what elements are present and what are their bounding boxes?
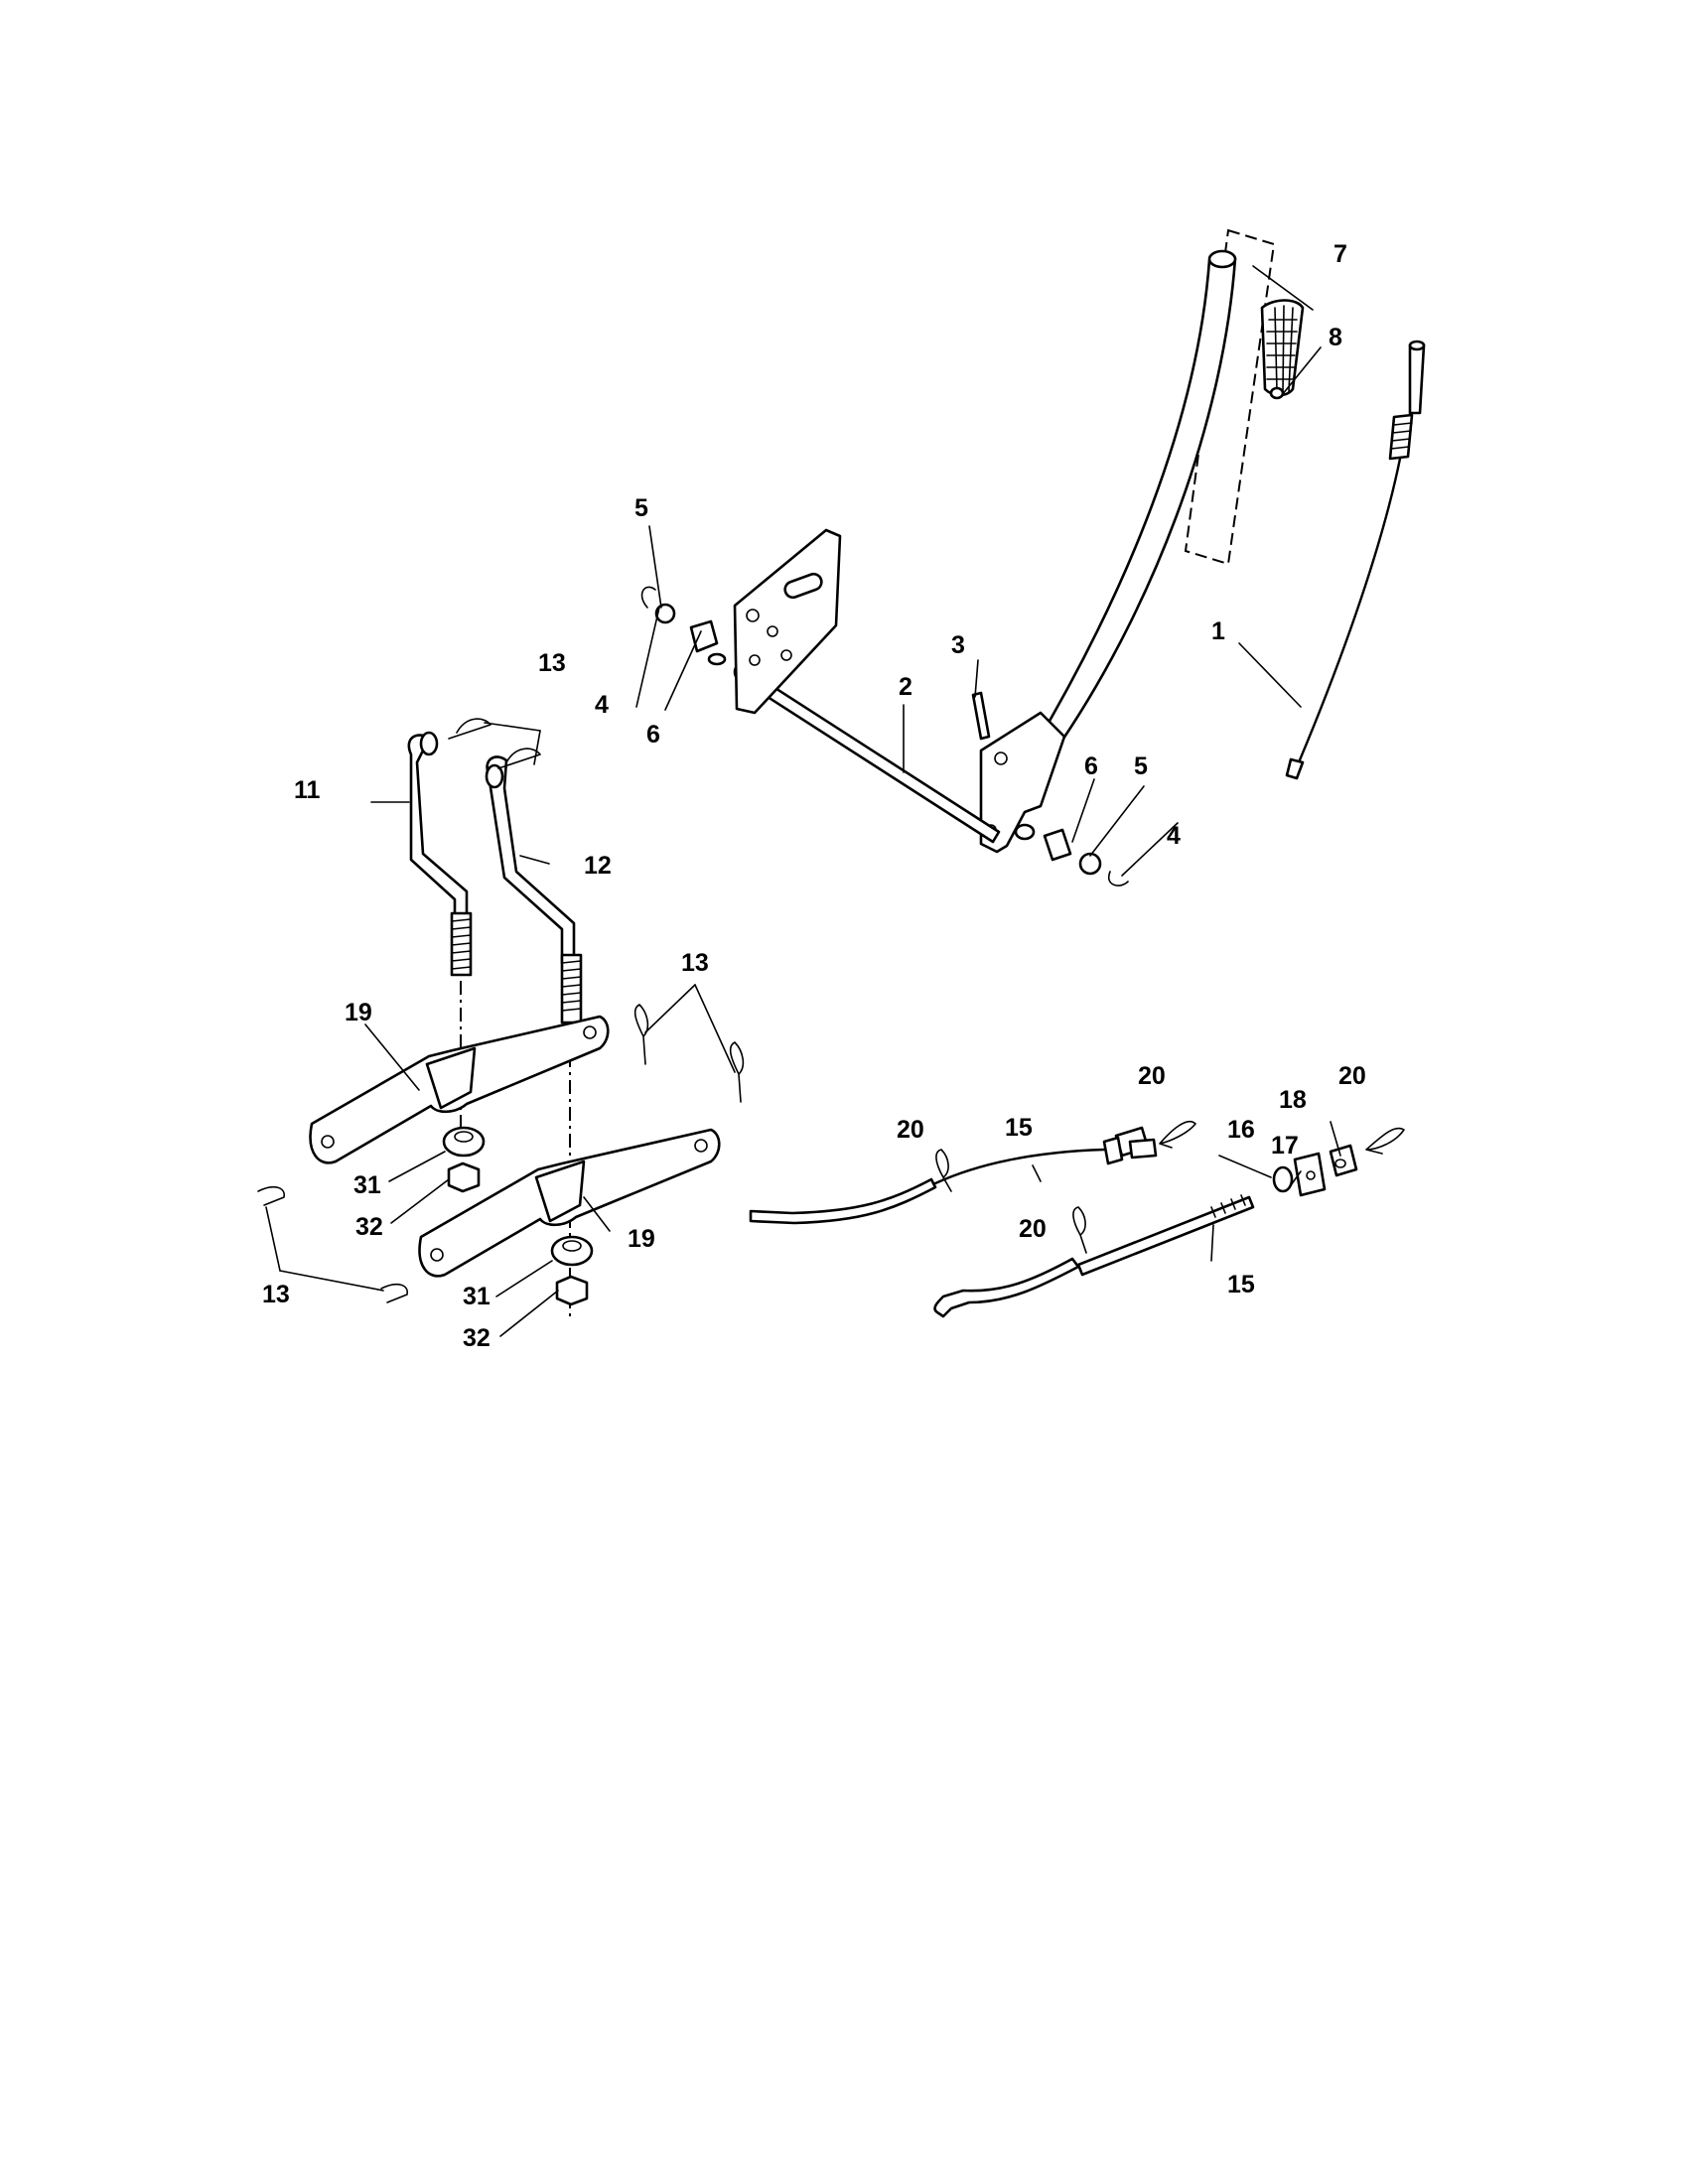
callout-20-bottom: 20 xyxy=(1019,1215,1047,1243)
callout-32-upper: 32 xyxy=(355,1213,383,1241)
roll-pin-part xyxy=(971,691,991,741)
callout-31-upper: 31 xyxy=(353,1171,381,1199)
callout-2: 2 xyxy=(899,673,912,701)
mounting-plate-part xyxy=(733,528,842,715)
bushing-nut-upper xyxy=(442,1126,486,1193)
lift-link-right-part xyxy=(485,755,583,1024)
callout-12: 12 xyxy=(584,852,612,880)
callout-16: 16 xyxy=(1227,1116,1255,1144)
callout-6-right: 6 xyxy=(1084,752,1098,780)
callout-13-middle: 13 xyxy=(681,949,709,977)
callout-20-left: 20 xyxy=(897,1116,924,1144)
lift-cable-part xyxy=(1285,340,1426,780)
callout-8: 8 xyxy=(1329,324,1342,351)
lift-arm-lower-part xyxy=(418,1128,721,1278)
callout-labels: 1 2 3 4 4 5 5 6 6 7 8 11 12 13 13 13 15 … xyxy=(262,240,1366,1352)
hair-pin-clips-rods xyxy=(935,1120,1405,1254)
callout-5-right: 5 xyxy=(1134,752,1148,780)
callout-31-lower: 31 xyxy=(463,1283,491,1310)
callout-5-left: 5 xyxy=(634,494,648,522)
adjuster-hardware xyxy=(1272,1144,1358,1197)
lift-link-left-part xyxy=(407,731,473,977)
grip-part xyxy=(1260,299,1305,397)
leveling-rod-upper-part xyxy=(749,1126,1158,1225)
callout-1: 1 xyxy=(1211,617,1225,645)
callout-17: 17 xyxy=(1271,1132,1299,1160)
callout-15-lower: 15 xyxy=(1227,1271,1255,1298)
callout-7: 7 xyxy=(1333,240,1347,268)
leader-lines xyxy=(265,265,1341,1337)
callout-19-lower: 19 xyxy=(628,1225,655,1253)
callout-13-top: 13 xyxy=(538,649,566,677)
callout-4-right: 4 xyxy=(1167,822,1181,850)
hair-pin-clips-arms xyxy=(257,1004,745,1303)
callout-20-top: 20 xyxy=(1138,1062,1166,1090)
callout-6-left: 6 xyxy=(646,721,660,749)
callout-3: 3 xyxy=(951,631,965,659)
bushing-nut-lower xyxy=(550,1235,594,1306)
callout-15-upper: 15 xyxy=(1005,1114,1033,1142)
callout-4-left: 4 xyxy=(595,691,609,719)
shaft-hardware-right xyxy=(1014,823,1129,887)
callout-13-bottom: 13 xyxy=(262,1281,290,1308)
hair-pin-clips-upper xyxy=(448,718,541,769)
callout-18: 18 xyxy=(1279,1086,1307,1114)
callout-19-upper: 19 xyxy=(345,999,372,1026)
callout-32-lower: 32 xyxy=(463,1324,491,1352)
grip-pin-part xyxy=(1269,386,1285,400)
callout-11: 11 xyxy=(294,776,321,804)
lift-arm-upper-part xyxy=(309,1015,610,1164)
leveling-rod-lower-part xyxy=(933,1194,1255,1318)
callout-20-right: 20 xyxy=(1338,1062,1366,1090)
lift-handle-part xyxy=(1009,249,1237,791)
